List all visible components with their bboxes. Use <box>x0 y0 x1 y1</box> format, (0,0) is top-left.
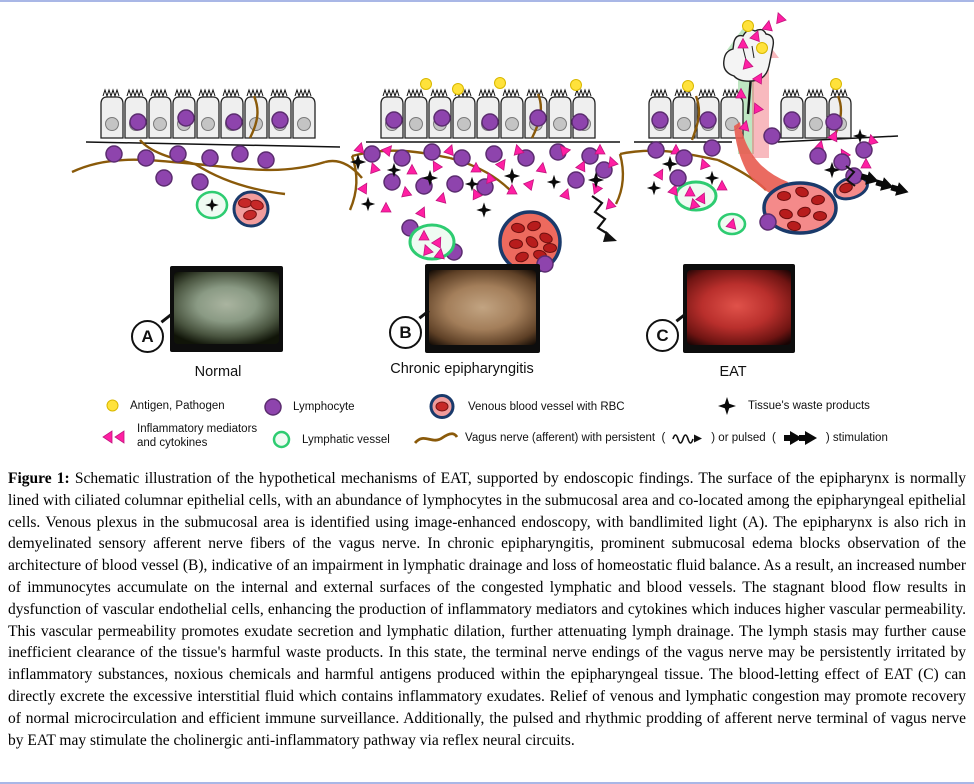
endoscopy-photo-b <box>425 264 540 353</box>
pulsed-stimulation-icon <box>783 431 817 445</box>
endoscopy-photo-a <box>170 266 283 352</box>
legend-antigen-label: Antigen, Pathogen <box>130 399 225 412</box>
endoscopy-tissue-bleeding <box>687 270 791 345</box>
legend-venous-label: Venous blood vessel with RBC <box>468 400 625 413</box>
lymphatic-vessels <box>674 180 747 236</box>
panel-label-chronic-epipharyngitis: Chronic epipharyngitis <box>390 361 534 377</box>
persistent-stimulation-icon <box>672 434 703 444</box>
mucosa-baseline <box>85 141 341 148</box>
inflammatory-mediators-icon <box>102 429 125 444</box>
bleeding-channel <box>734 122 788 198</box>
legend-lymphocyte-label: Lymphocyte <box>293 401 355 413</box>
legend-vagus-label-part1: Vagus nerve (afferent) with persistent ( <box>465 432 666 444</box>
lymphocyte-icon <box>264 398 282 416</box>
vagus-nerve <box>71 95 363 196</box>
legend-vagus-label-part2: ) or pulsed ( <box>711 432 776 444</box>
panel-letter-c: C <box>646 312 687 352</box>
venous-vessel <box>498 210 562 274</box>
legend-item-waste: Tissue's waste products <box>717 396 870 416</box>
mucosa-baseline-right <box>777 135 899 143</box>
antigen-icon <box>106 399 119 412</box>
panel-letter-b: B <box>389 309 430 349</box>
caption-figure-number: Figure 1: <box>8 470 70 487</box>
panel-letter-b-text: B <box>399 322 412 342</box>
lymphatic-vessel <box>408 223 456 261</box>
panel-letter-a-text: A <box>141 326 154 346</box>
legend-item-vagus: Vagus nerve (afferent) with persistent (… <box>414 430 888 446</box>
panel-label-normal: Normal <box>194 364 242 380</box>
endoscopy-photo-c <box>683 264 795 353</box>
panel-label-eat: EAT <box>719 364 747 380</box>
venous-vessel <box>759 175 869 235</box>
legend-waste-label: Tissue's waste products <box>748 400 870 412</box>
endoscopy-tissue-normal <box>174 272 279 344</box>
caption-body: Schematic illustration of the hypothetic… <box>8 470 966 749</box>
legend-inflammatory-label: Inflammatory mediators and cytokines <box>137 423 258 449</box>
legend-item-inflammatory: Inflammatory mediators and cytokines <box>102 423 257 450</box>
figure-caption: Figure 1: Schematic illustration of the … <box>8 468 966 751</box>
pulsed-stimulation-arrows <box>845 165 911 200</box>
persistent-stimulation-arrow <box>591 195 617 242</box>
panel-b-schematic <box>348 77 620 274</box>
endoscopy-tissue-edema <box>429 270 536 345</box>
legend-lymphatic-label: Lymphatic vessel <box>302 433 390 446</box>
panel-a-schematic <box>71 89 363 228</box>
panel-letter-c-text: C <box>656 325 669 345</box>
legend-item-lymphocyte: Lymphocyte <box>264 398 355 416</box>
waste-star-icon <box>718 397 736 415</box>
legend-vagus-label-part3: ) stimulation <box>825 432 888 444</box>
vagus-nerve-icon <box>414 432 458 444</box>
lymphatic-vessel <box>195 190 229 220</box>
venous-vessel-icon <box>429 394 455 419</box>
legend-item-venous: Venous blood vessel with RBC <box>427 393 625 420</box>
panel-c-schematic <box>614 10 911 236</box>
lymphatic-vessel-icon <box>272 430 291 449</box>
venous-vessel <box>232 190 270 228</box>
legend-item-antigen: Antigen, Pathogen <box>106 399 225 412</box>
panel-letter-a: A <box>131 313 172 353</box>
legend-item-lymphatic: Lymphatic vessel <box>272 430 390 449</box>
